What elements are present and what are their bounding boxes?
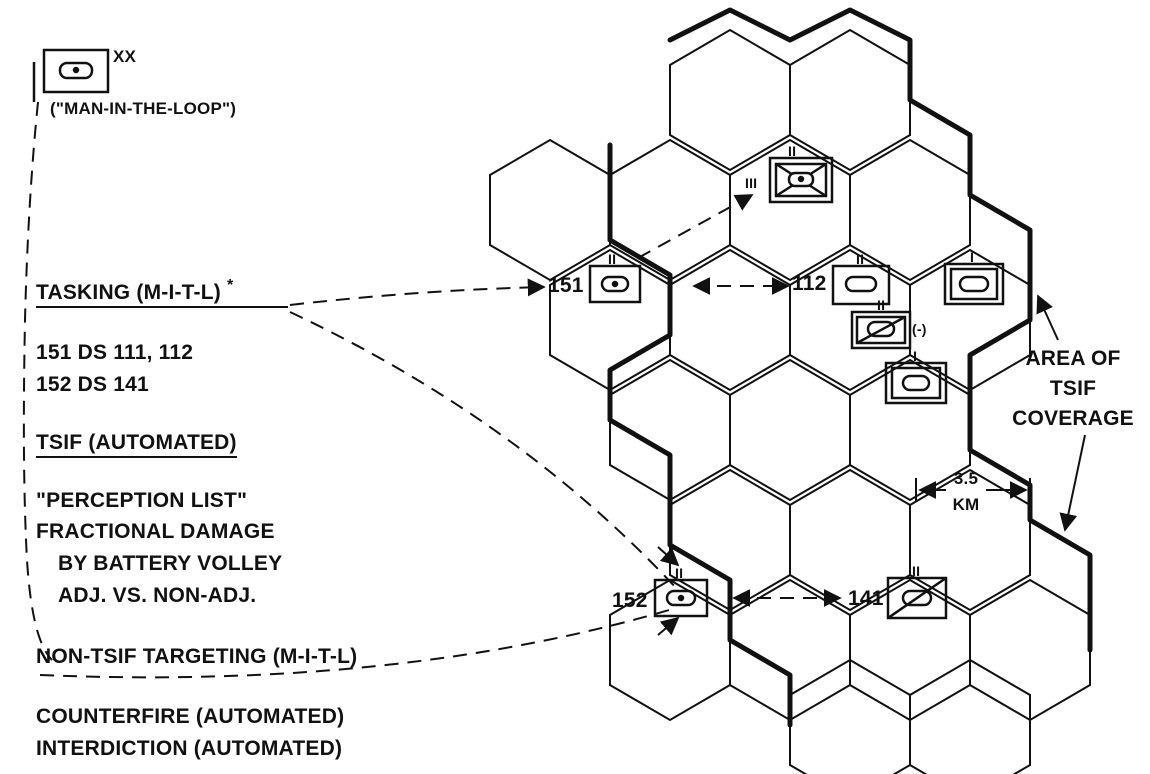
echelon-mark-regiment: III xyxy=(745,175,758,191)
area-label-line-1: AREA OF xyxy=(1025,347,1121,370)
company-symbol-upper xyxy=(943,262,1005,306)
echelon-mark-company-upper: I xyxy=(970,249,975,265)
hex-cell xyxy=(789,28,911,172)
hex-cell xyxy=(489,138,611,282)
echelon-mark-company-lower: I xyxy=(913,348,918,364)
armor-minus-symbol xyxy=(850,310,912,350)
hex-cell xyxy=(669,248,791,392)
perception-line-3: BY BATTERY VOLLEY xyxy=(58,552,283,575)
echelon-mark-regiment-top: II xyxy=(788,143,797,159)
area-label-line-2: TSIF xyxy=(1049,377,1097,400)
unit-label-141: 141 xyxy=(848,587,884,610)
echelon-mark-minus: (-) xyxy=(912,321,927,337)
tasking-to-151-line xyxy=(289,278,546,306)
tasking-asterisk: * xyxy=(227,277,234,294)
scale-unit: KM xyxy=(952,495,980,514)
echelon-mark-141: II xyxy=(912,563,921,579)
tasking-heading: TASKING (M-I-T-L) * xyxy=(36,278,288,308)
echelon-mark-151: II xyxy=(608,251,617,267)
division-hq-symbol xyxy=(32,48,110,102)
tsif-heading: TSIF (AUTOMATED) xyxy=(36,432,237,458)
perception-line-4: ADJ. VS. NON-ADJ. xyxy=(58,584,257,607)
hex-cells xyxy=(489,28,1091,774)
perception-line-2: FRACTIONAL DAMAGE xyxy=(36,520,275,543)
non-tsif-to-152-line xyxy=(39,607,677,679)
echelon-mark-112: II xyxy=(856,251,865,267)
non-tsif-heading: NON-TSIF TARGETING (M-I-T-L) xyxy=(36,645,358,668)
unit-label-152: 152 xyxy=(612,589,648,612)
hex-cell xyxy=(909,658,1031,774)
hex-cell xyxy=(849,138,971,282)
area-label-line-3: COVERAGE xyxy=(1012,407,1134,430)
hex-cell xyxy=(609,138,731,282)
echelon-mark-armor: II xyxy=(877,297,886,313)
battalion-151-symbol xyxy=(588,264,642,304)
hex-cell xyxy=(669,28,791,172)
left-bracket-line xyxy=(22,101,53,661)
tsif-coverage-boundary xyxy=(607,7,1093,728)
scale-value: 3.5 xyxy=(953,469,979,488)
counterfire-line: COUNTERFIRE (AUTOMATED) xyxy=(36,705,345,728)
tasking-to-152-line xyxy=(289,311,679,591)
echelon-mark-152: II xyxy=(675,565,684,581)
man-in-the-loop-label: ("MAN-IN-THE-LOOP") xyxy=(50,99,237,118)
echelon-xx-label: XX xyxy=(113,47,137,66)
unit-label-151: 151 xyxy=(548,274,584,297)
unit-label-112: 112 xyxy=(792,272,827,295)
scale-ticks xyxy=(915,478,1031,502)
perception-line-1: "PERCEPTION LIST" xyxy=(36,489,248,512)
ds-line-2: 152 DS 141 xyxy=(36,373,149,396)
hex-cell xyxy=(729,358,851,502)
regiment-hq-symbol xyxy=(768,156,834,204)
company-symbol-lower xyxy=(884,361,948,405)
battalion-112-symbol xyxy=(831,264,891,306)
interdiction-line: INTERDICTION (AUTOMATED) xyxy=(36,737,343,760)
solid-arrows xyxy=(657,294,1086,636)
armor-141-symbol xyxy=(886,576,948,620)
ds-line-1: 151 DS 111, 112 xyxy=(36,341,194,364)
battalion-152-symbol xyxy=(653,578,709,618)
dashed-tasking-lines xyxy=(22,101,842,679)
